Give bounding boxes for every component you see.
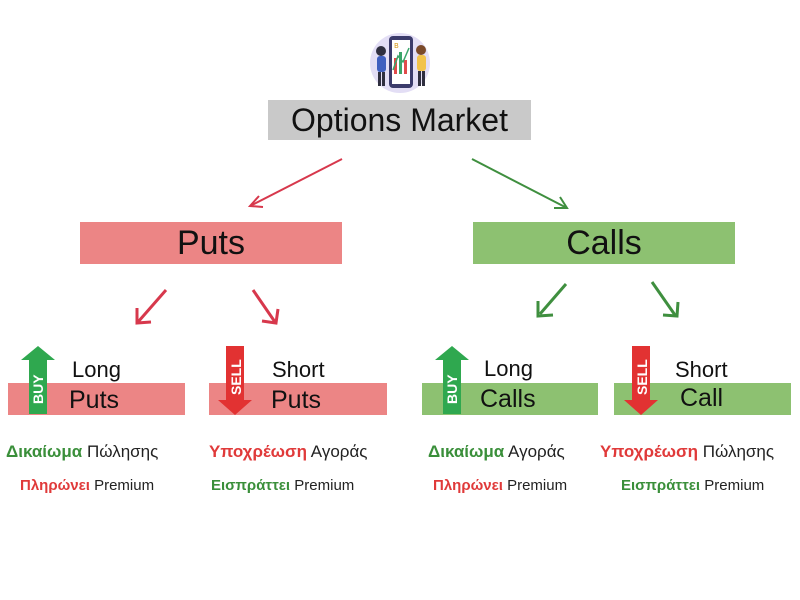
sell-arrow-down-icon: SELL [624, 346, 658, 415]
leaf-top-short-call: Short [675, 357, 728, 382]
arrow-puts-to-long [135, 289, 168, 325]
buy-arrow-up-icon: BUY [435, 346, 469, 414]
svg-text:B: B [394, 42, 399, 50]
leaf-bottom-short-call: Call [680, 384, 724, 412]
leaf-bottom-long-puts: Puts [69, 386, 120, 414]
arrow-calls-to-long [536, 283, 568, 318]
desc-long-calls: Δικαίωμα Αγοράς [428, 442, 565, 461]
desc-short-puts: Υποχρέωση Αγοράς [209, 442, 368, 461]
svg-text:BUY: BUY [30, 374, 46, 404]
buy-arrow-up-icon: BUY [21, 346, 55, 414]
arrow-root-to-calls [471, 158, 569, 209]
root-node-options-market: Options Market [268, 100, 531, 140]
arrow-root-to-puts [247, 158, 343, 208]
leaf-top-long-calls: Long [484, 356, 533, 381]
arrow-puts-to-short [251, 289, 280, 325]
sell-arrow-down-icon: SELL [218, 346, 252, 415]
leaf-bottom-long-calls: Calls [480, 385, 536, 413]
desc-short-call: Υποχρέωση Πώλησης [600, 442, 775, 461]
arrow-calls-to-short [650, 281, 680, 318]
category-puts: Puts [80, 222, 342, 264]
desc-long-puts: Δικαίωμα Πώλησης [6, 442, 159, 461]
sub-short-call: Εισπράττει Premium [621, 477, 765, 494]
sub-long-calls: Πληρώνει Premium [433, 477, 568, 494]
leaf-top-long-puts: Long [72, 357, 121, 382]
trading-people-phone-icon: B [370, 33, 430, 93]
svg-text:BUY: BUY [444, 374, 460, 404]
sub-long-puts: Πληρώνει Premium [20, 477, 155, 494]
svg-text:SELL: SELL [228, 359, 244, 395]
sub-short-puts: Εισπράττει Premium [211, 477, 355, 494]
leaf-bottom-short-puts: Puts [271, 386, 322, 414]
leaf-top-short-puts: Short [272, 357, 325, 382]
category-calls: Calls [473, 222, 735, 264]
svg-text:SELL: SELL [634, 359, 650, 395]
